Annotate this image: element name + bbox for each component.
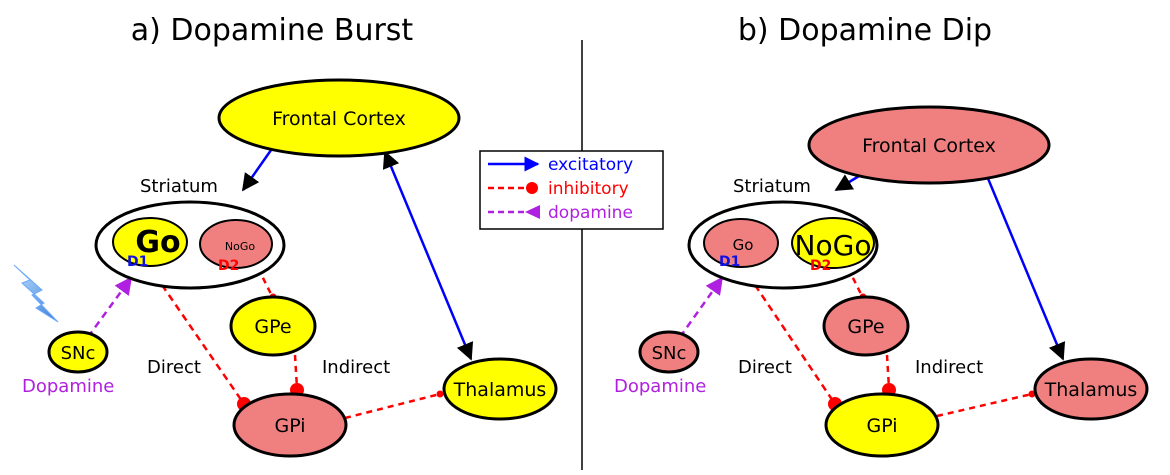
gpi-to-thalamus-dot [436, 390, 444, 398]
cortex-thalamus-arrow-b [974, 150, 1066, 361]
go-node-b [703, 218, 779, 268]
go-label: Go [135, 225, 180, 260]
legend-dopamine-triangle [525, 205, 540, 219]
thalamus-label: Thalamus [453, 379, 547, 401]
gpi-label-b: GPi [866, 415, 897, 437]
striatum-label-b: Striatum [733, 176, 811, 197]
thalamus-node-b [1033, 357, 1149, 421]
striatum-label: Striatum [140, 176, 218, 197]
gpi-node-b [824, 392, 940, 458]
snc-label: SNc [61, 343, 96, 364]
gpi-label: GPi [274, 415, 305, 437]
gpe-label-b: GPe [847, 316, 884, 338]
d2-label: D2 [218, 258, 239, 274]
snc-label-b: SNc [652, 343, 687, 364]
go-node [112, 217, 188, 267]
cortex-to-striatum-arrow [241, 142, 278, 192]
cortex-thalamus-arrow [382, 150, 474, 361]
legend-inhibitory-label: inhibitory [548, 179, 629, 199]
panel-b: b) Dopamine Dip Frontal Cortex Striatum … [614, 13, 1149, 458]
indirect-pathway-line [293, 354, 299, 389]
gpe-node-b [822, 295, 910, 357]
frontal-cortex-label: Frontal Cortex [272, 108, 406, 130]
snc-node [47, 330, 109, 374]
gpi-to-thalamus-line [344, 392, 441, 420]
direct-label-b: Direct [738, 357, 792, 378]
d1-label-b: D1 [719, 254, 740, 270]
snc-dopamine-line [86, 276, 133, 338]
indirect-pathway-line-b [885, 354, 891, 389]
gpe-label: GPe [254, 316, 291, 338]
gpi-node [232, 392, 348, 458]
go-label-b: Go [733, 236, 754, 254]
gpi-to-thalamus-line-b [936, 392, 1033, 418]
dopamine-label-b: Dopamine [614, 376, 706, 397]
legend-excitatory-label: excitatory [548, 155, 633, 175]
gpe-node [229, 295, 317, 357]
frontal-cortex-node-b [807, 105, 1051, 185]
d1-label: D1 [127, 254, 148, 270]
gpi-to-thalamus-dot-b [1028, 390, 1036, 398]
snc-dopamine-line-b [678, 276, 724, 338]
direct-pathway-line [160, 284, 246, 405]
nogo-node [199, 219, 273, 269]
panel-a: a) Dopamine Burst Frontal Cortex Striatu… [13, 13, 558, 458]
legend: excitatory inhibitory dopamine [479, 150, 664, 230]
indirect-label: Indirect [322, 357, 390, 378]
legend-inhibitory-dot [526, 182, 538, 194]
indirect-label-b: Indirect [915, 357, 983, 378]
nogo-node-b [791, 217, 875, 269]
d2-label-b: D2 [810, 258, 831, 274]
panel-b-title: b) Dopamine Dip [738, 13, 992, 48]
thalamus-node [442, 357, 558, 421]
panel-a-title: a) Dopamine Burst [131, 13, 414, 48]
lightning-bolt-icon [13, 264, 59, 323]
frontal-cortex-label-b: Frontal Cortex [862, 135, 996, 157]
frontal-cortex-node [217, 78, 461, 158]
direct-pathway-line-b [753, 284, 837, 405]
nogo-label-b: NoGo [795, 229, 872, 262]
nogo-label: NoGo [225, 240, 255, 253]
thalamus-label-b: Thalamus [1044, 379, 1138, 401]
legend-dopamine-label: dopamine [548, 203, 633, 223]
dopamine-label: Dopamine [22, 376, 114, 397]
direct-label: Direct [147, 357, 201, 378]
snc-node-b [638, 330, 700, 374]
